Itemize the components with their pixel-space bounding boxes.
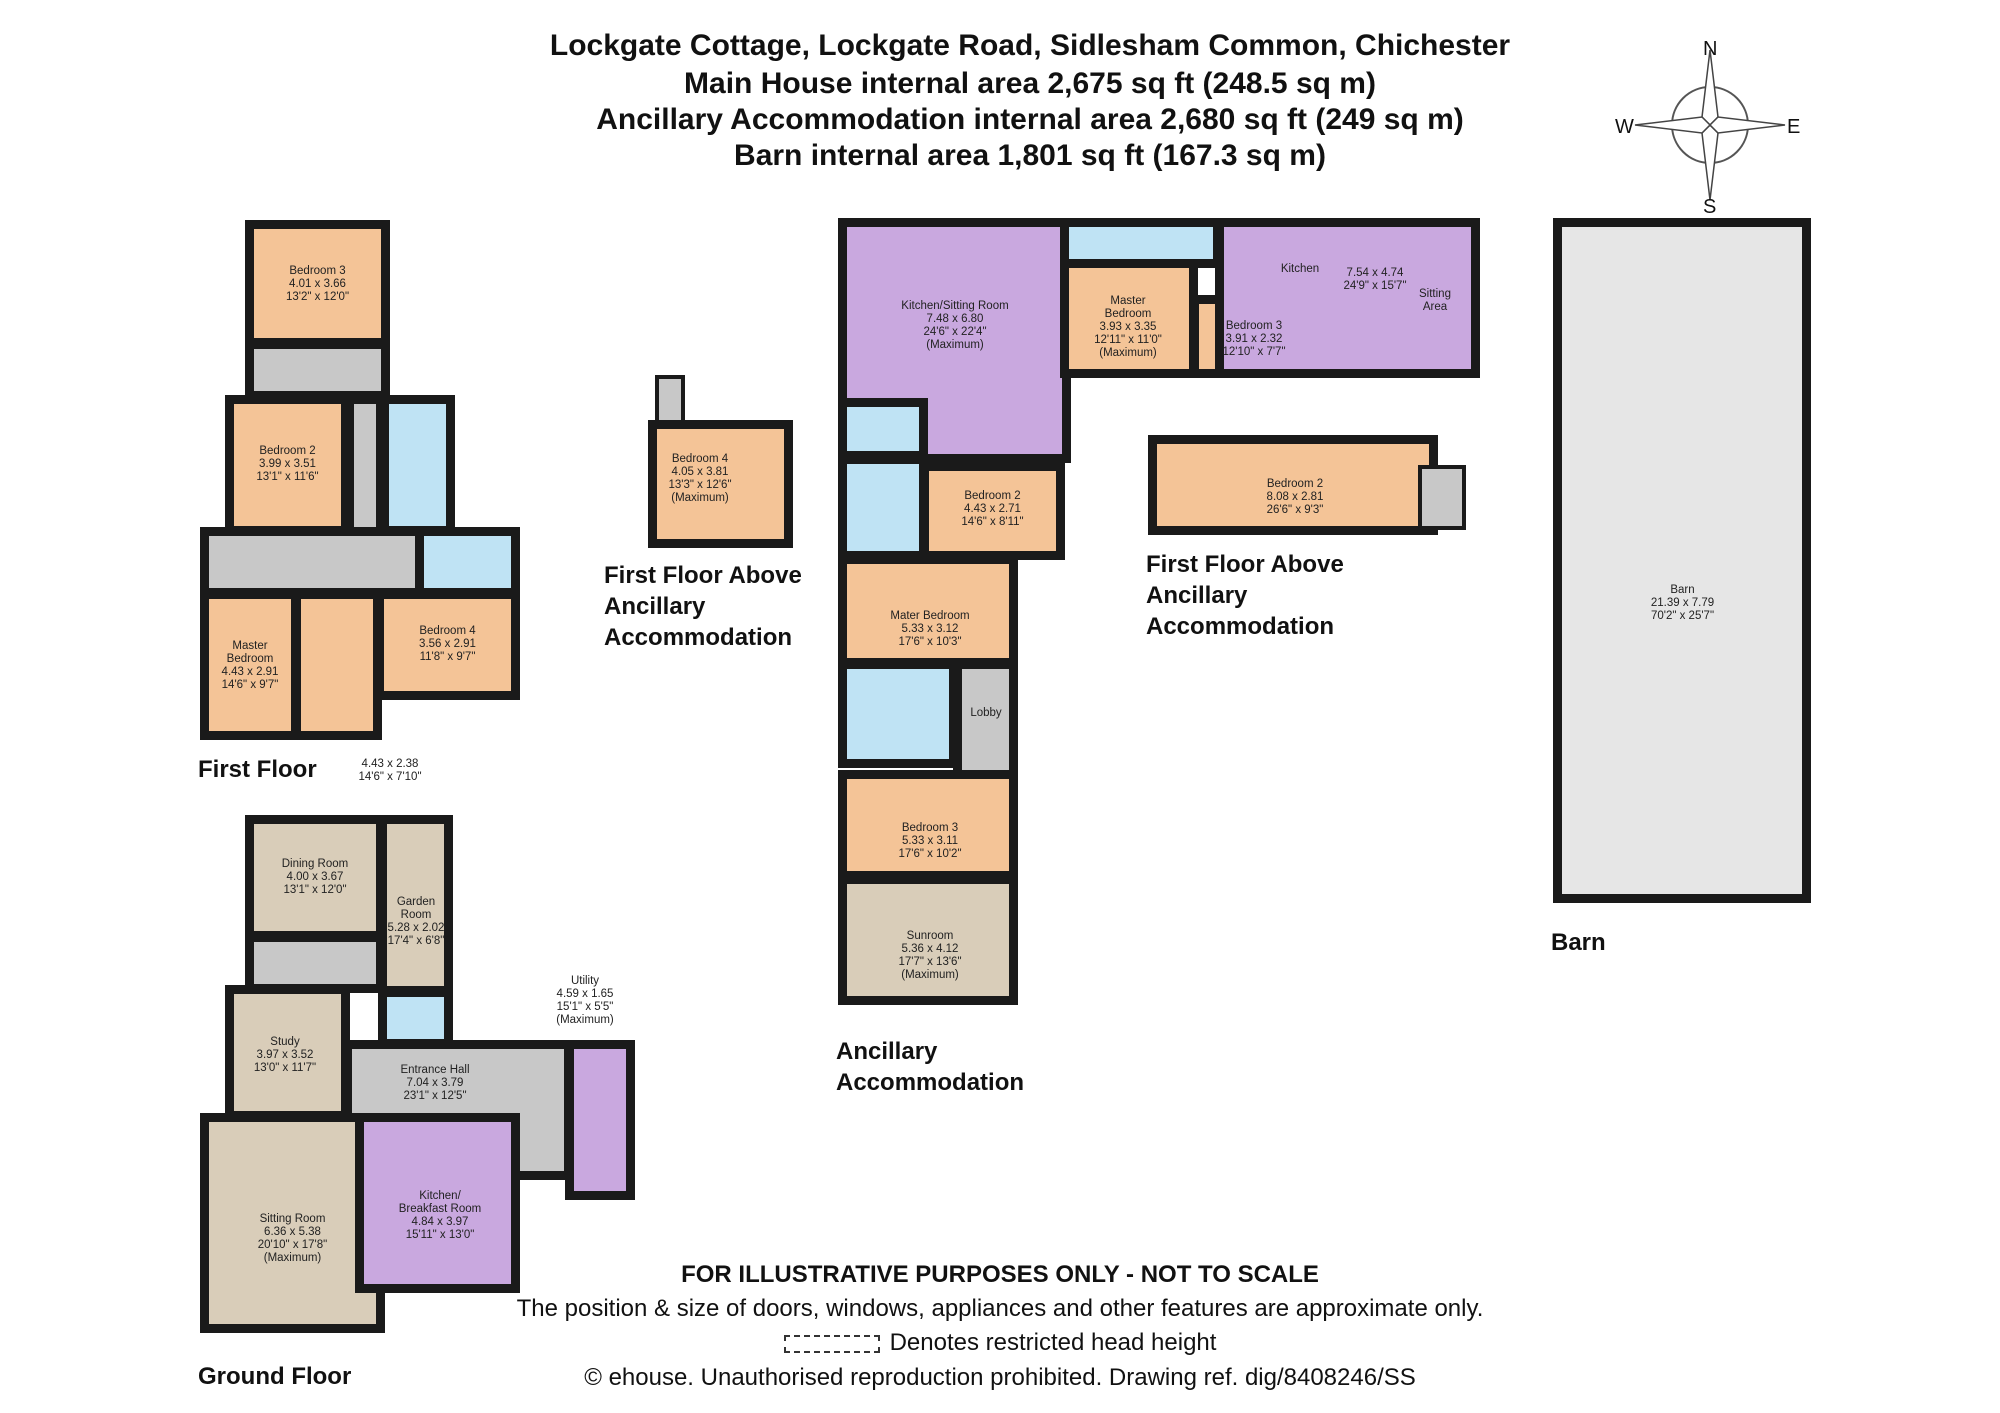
anc-bedroom-2-label: Bedroom 2 4.43 x 2.71 14'6" x 8'11" bbox=[961, 490, 1024, 528]
first-floor-above-right-heading: First Floor Above Ancillary Accommodatio… bbox=[1146, 551, 1344, 640]
annex-bathroom bbox=[1060, 218, 1222, 268]
first-floor-above-left-heading: First Floor Above Ancillary Accommodatio… bbox=[604, 562, 802, 651]
compass-east: E bbox=[1787, 116, 1800, 138]
ffa-bedroom-4 bbox=[648, 420, 793, 548]
annex-kitchen-dims: 7.54 x 4.74 24'9" x 15'7" bbox=[1343, 267, 1407, 292]
anc-sunroom bbox=[838, 875, 1018, 1005]
anc-mater-label: Mater Bedroom 5.33 x 3.12 17'6" x 10'3" bbox=[890, 610, 970, 648]
ffa-bedroom-2-label: Bedroom 2 8.08 x 2.81 26'6" x 9'3" bbox=[1266, 478, 1324, 516]
gf-cloakroom bbox=[378, 988, 453, 1048]
gf-utility bbox=[565, 1040, 635, 1200]
ffa-right-stairs bbox=[1418, 465, 1466, 530]
ff-bedroom-4-label: Bedroom 4 3.56 x 2.91 11'8" x 9'7" bbox=[419, 625, 476, 663]
ffa-left-stairs bbox=[655, 375, 685, 425]
ff-dressing-room bbox=[292, 590, 382, 740]
ffa-bedroom-2 bbox=[1148, 435, 1438, 535]
compass-south: S bbox=[1703, 196, 1716, 218]
ff-ensuite bbox=[415, 527, 520, 597]
ff-bedroom-4 bbox=[375, 590, 520, 700]
gf-kitchen-breakfast bbox=[355, 1113, 520, 1293]
barn-heading: Barn bbox=[1551, 929, 1606, 956]
anc-bathroom-1 bbox=[838, 398, 928, 460]
ffa-bedroom-4-label: Bedroom 4 4.05 x 3.81 13'3" x 12'6" (Max… bbox=[668, 453, 732, 504]
ff-hallway bbox=[345, 395, 385, 545]
compass-west: W bbox=[1615, 116, 1634, 138]
gf-study-label: Study 3.97 x 3.52 13'0" x 11'7" bbox=[253, 1036, 317, 1074]
gf-entrance-label: Entrance Hall 7.04 x 3.79 23'1" x 12'5" bbox=[400, 1064, 470, 1102]
disclaimer-approximate: The position & size of doors, windows, a… bbox=[516, 1295, 1484, 1322]
ff-master-bedroom-label: Master Bedroom 4.43 x 2.91 14'6" x 9'7" bbox=[221, 640, 279, 691]
gf-sitting-label: Sitting Room 6.36 x 5.38 20'10" x 17'8" … bbox=[257, 1213, 328, 1264]
compass-rose: N E S W bbox=[1615, 38, 1800, 218]
anc-lobby-label: Lobby bbox=[970, 707, 1002, 719]
gf-hall-stairs bbox=[245, 933, 385, 993]
main-house-area: Main House internal area 2,675 sq ft (24… bbox=[684, 67, 1376, 100]
annex-kitchen-sitting bbox=[1215, 218, 1480, 378]
compass-north: N bbox=[1703, 38, 1717, 60]
property-address: Lockgate Cottage, Lockgate Road, Sidlesh… bbox=[549, 29, 1511, 62]
gf-dining-label: Dining Room 4.00 x 3.67 13'1" x 12'0" bbox=[281, 858, 349, 896]
ff-bedroom-2-label: Bedroom 2 3.99 x 3.51 13'1" x 11'6" bbox=[256, 445, 319, 483]
disclaimer-head-height: Denotes restricted head height bbox=[889, 1329, 1217, 1356]
annex-bedroom-3-label: Bedroom 3 3.91 x 2.32 12'10" x 7'7" bbox=[1222, 320, 1286, 358]
barn-label: Barn 21.39 x 7.79 70'2" x 25'7" bbox=[1650, 584, 1715, 622]
anc-lobby bbox=[953, 660, 1018, 780]
annex-master-label: Master Bedroom 3.93 x 3.35 12'11" x 11'0… bbox=[1094, 295, 1162, 359]
ff-bathroom bbox=[380, 395, 455, 535]
anc-bedroom-3-label: Bedroom 3 5.33 x 3.11 17'6" x 10'2" bbox=[898, 822, 962, 860]
barn-area: Barn internal area 1,801 sq ft (167.3 sq… bbox=[734, 139, 1326, 172]
disclaimer-copyright: © ehouse. Unauthorised reproduction proh… bbox=[584, 1364, 1416, 1391]
ground-floor-heading: Ground Floor bbox=[198, 1363, 352, 1390]
anc-sunroom-label: Sunroom 5.36 x 4.12 17'7" x 13'6" (Maxim… bbox=[898, 930, 962, 981]
ff-dressing-dims: 4.43 x 2.38 14'6" x 7'10" bbox=[358, 758, 422, 783]
anc-shower-rooms bbox=[838, 660, 958, 768]
gf-kitchen-label: Kitchen/ Breakfast Room 4.84 x 3.97 15'1… bbox=[398, 1190, 482, 1241]
restricted-head-height-legend-icon bbox=[783, 1334, 880, 1353]
annex-kitchen-label: Kitchen bbox=[1280, 263, 1320, 275]
disclaimer-not-to-scale: FOR ILLUSTRATIVE PURPOSES ONLY - NOT TO … bbox=[681, 1261, 1319, 1288]
gf-utility-label: Utility 4.59 x 1.65 15'1" x 5'5" (Maximu… bbox=[556, 975, 614, 1026]
ff-landing-top bbox=[245, 340, 390, 400]
disclaimer-head-height-row: Denotes restricted head height bbox=[500, 1326, 1500, 1360]
ancillary-area: Ancillary Accommodation internal area 2,… bbox=[596, 103, 1464, 136]
ff-bedroom-3-label: Bedroom 3 4.01 x 3.66 13'2" x 12'0" bbox=[285, 265, 350, 303]
gf-garden-label: Garden Room 5.28 x 2.02 17'4" x 6'8" bbox=[387, 896, 445, 947]
anc-kitchen-sitting-label: Kitchen/Sitting Room 7.48 x 6.80 24'6" x… bbox=[901, 300, 1009, 351]
ancillary-heading: Ancillary Accommodation bbox=[836, 1038, 1025, 1096]
annex-sitting-label: Sitting Area bbox=[1419, 288, 1451, 313]
anc-bathroom-2 bbox=[838, 455, 928, 560]
first-floor-heading: First Floor bbox=[198, 756, 317, 783]
barn-room bbox=[1553, 218, 1811, 903]
